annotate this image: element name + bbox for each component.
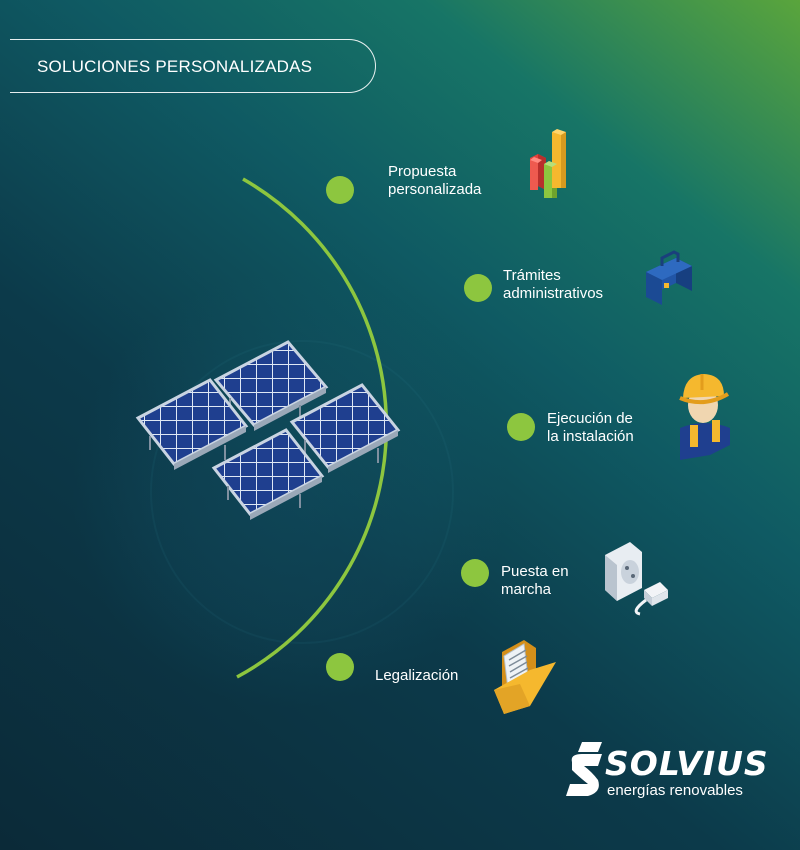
title-pill [10, 39, 376, 93]
background-ring [150, 340, 454, 644]
solar-panels [135, 340, 401, 520]
step-label-puesta: Puesta en marcha [501, 563, 569, 598]
bar-chart-icon [530, 129, 566, 198]
step-dot-1 [326, 176, 354, 204]
page-title: SOLUCIONES PERSONALIZADAS [37, 57, 313, 76]
step-dot-4 [461, 559, 489, 587]
step-label-ejecucion: Ejecución de la instalación [547, 410, 634, 445]
folder-document-icon [494, 640, 556, 714]
solvius-logo-icon [566, 742, 602, 796]
worker-icon [679, 374, 730, 460]
power-socket-icon [605, 542, 668, 616]
step-label-tramites: Trámites administrativos [503, 267, 604, 302]
solar-panel [213, 340, 329, 431]
step-dot-5 [326, 653, 354, 681]
step-label-propuesta: Propuesta personalizada [388, 163, 482, 198]
step-dot-2 [464, 274, 492, 302]
logo-wordmark: SOLVIUS [605, 744, 769, 783]
logo-tagline: energías renovables [607, 782, 743, 799]
step-dot-3 [507, 413, 535, 441]
step-label-legalizacion: Legalización [375, 667, 459, 684]
solar-panel [135, 378, 249, 470]
solar-panel [211, 428, 325, 520]
briefcase-icon [646, 250, 692, 305]
